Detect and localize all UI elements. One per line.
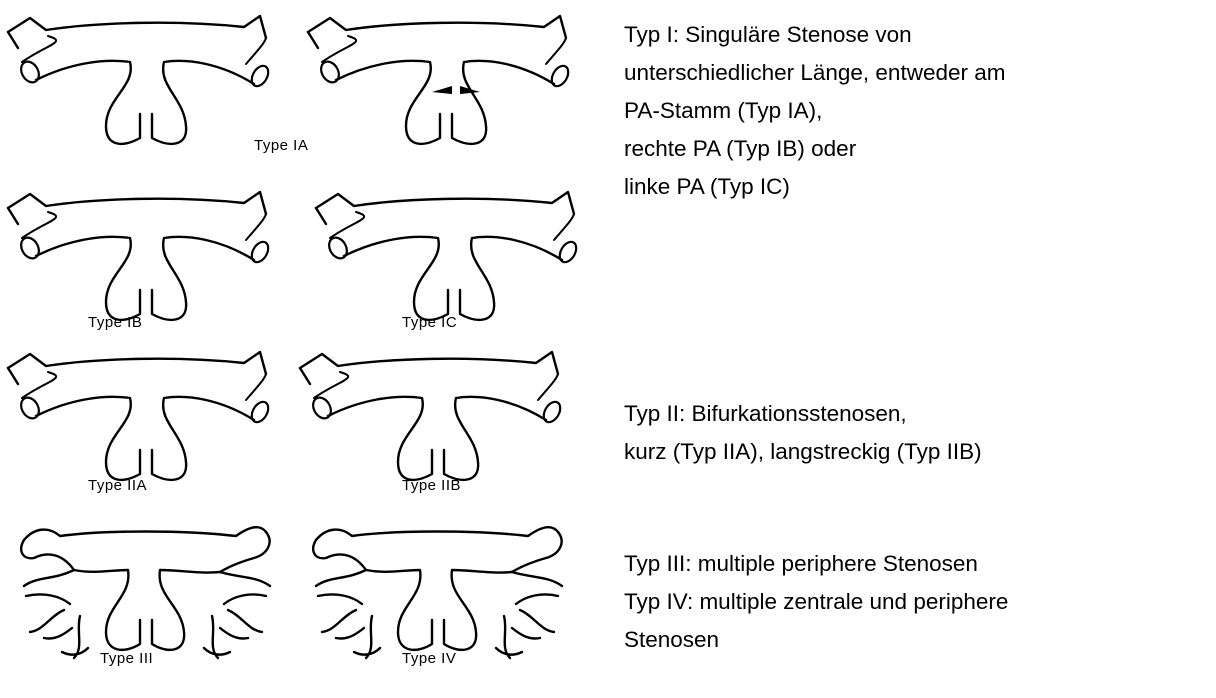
diagram-type-ib (8, 192, 272, 320)
type-1-line: Typ I: Singuläre Stenose von (624, 16, 1005, 54)
type-2-line: Typ II: Bifurkationsstenosen, (624, 395, 982, 433)
type-3-4-description: Typ III: multiple periphere Stenosen Typ… (624, 545, 1008, 659)
caption-type-iii: Type III (100, 650, 153, 667)
caption-type-iib: Type IIB (402, 477, 461, 494)
diagram-type-iib (300, 352, 564, 480)
type-1-line: PA-Stamm (Typ IA), (624, 92, 1005, 130)
diagram-type-iia (8, 352, 272, 480)
type-3-4-line: Stenosen (624, 621, 1008, 659)
type-1-line: linke PA (Typ IC) (624, 168, 1005, 206)
type-1-line: rechte PA (Typ IB) oder (624, 130, 1005, 168)
caption-type-ib: Type IB (88, 314, 142, 331)
stenosis-types-diagram (0, 0, 600, 698)
diagram-type-iv (313, 527, 562, 658)
diagram-type-ia-normal (8, 16, 272, 144)
diagram-type-iii (21, 527, 270, 658)
type-1-description: Typ I: Singuläre Stenose von unterschied… (624, 16, 1005, 206)
diagram-type-ia-stenosis (308, 16, 572, 144)
type-1-line: unterschiedlicher Länge, entweder am (624, 54, 1005, 92)
caption-type-ia: Type IA (254, 137, 308, 154)
diagram-type-ic (316, 192, 580, 320)
type-2-line: kurz (Typ IIA), langstreckig (Typ IIB) (624, 433, 982, 471)
caption-type-ic: Type IC (402, 314, 457, 331)
type-3-4-line: Typ III: multiple periphere Stenosen (624, 545, 1008, 583)
type-2-description: Typ II: Bifurkationsstenosen, kurz (Typ … (624, 395, 982, 471)
caption-type-iv: Type IV (402, 650, 456, 667)
type-3-4-line: Typ IV: multiple zentrale und periphere (624, 583, 1008, 621)
caption-type-iia: Type IIA (88, 477, 147, 494)
